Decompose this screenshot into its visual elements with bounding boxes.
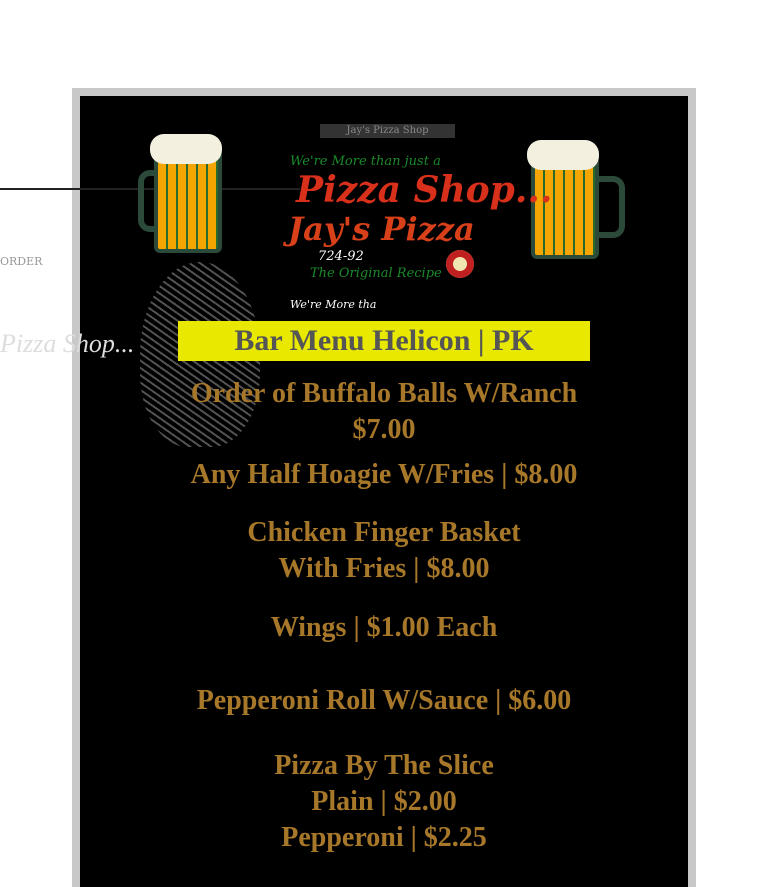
divider-line [0,188,300,190]
pizza-icon [446,250,474,278]
menu-item-buffalo-balls: Order of Buffalo Balls W/Ranch [190,378,578,409]
menu-item-chicken-finger: Chicken Finger Basket [247,517,521,548]
menu-item-buffalo-balls-price: $7.00 [352,414,416,445]
tagline: We're More than just a [290,154,441,169]
menu-item-pizza-slice: Pizza By The Slice [274,750,494,781]
top-caption: Jay's Pizza Shop [320,124,455,138]
beer-mug-icon-right [515,136,625,259]
overlay-tagline: We're More tha [290,298,377,311]
menu-item-half-hoagie: Any Half Hoagie W/Fries | $8.00 [190,459,578,490]
menu-item-pepperoni-roll: Pepperoni Roll W/Sauce | $6.00 [196,685,572,716]
left-fragment-script: Pizza Shop... [0,329,135,358]
left-fragment-text: ORDER [0,255,43,268]
brand-logo: Jay's Pizza [288,210,475,248]
menu-item-pepperoni-slice: Pepperoni | $2.25 [281,822,487,853]
menu-item-wings: Wings | $1.00 Each [270,612,498,643]
beer-mug-icon-left [138,130,228,253]
menu-item-plain-slice: Plain | $2.00 [311,786,457,817]
shop-title: Pizza Shop... [296,169,553,211]
menu-item-chicken-finger-price: With Fries | $8.00 [278,553,490,584]
recipe-tagline: The Original Recipe [310,266,442,281]
menu-banner: Bar Menu Helicon | PK [178,321,590,361]
phone-number: 724-92 [318,249,364,264]
